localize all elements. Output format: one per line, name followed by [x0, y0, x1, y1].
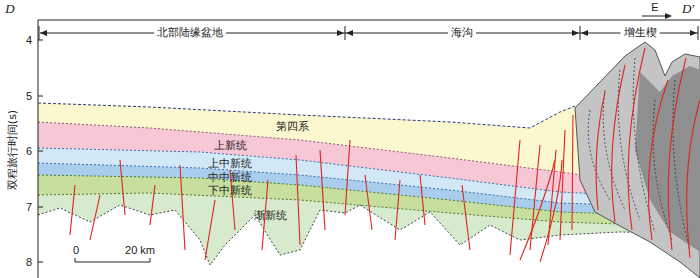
axis-tick	[38, 151, 43, 152]
bracket-bar	[39, 26, 40, 40]
scale-tick	[150, 258, 151, 262]
strata	[38, 42, 700, 278]
region-name: 海沟	[448, 27, 476, 40]
fault-line	[510, 140, 520, 255]
fault-line	[395, 180, 400, 240]
fault-line	[420, 175, 425, 225]
section-letter: D	[5, 2, 14, 17]
fault-line	[205, 200, 215, 260]
axis-value: 8	[26, 256, 32, 269]
bracket-bar	[580, 26, 581, 40]
arrow-shaft	[642, 16, 668, 17]
scale-label: 0	[73, 244, 79, 257]
axis-title: 双程旅行时间(s)	[7, 110, 20, 190]
fault-line	[560, 130, 565, 240]
scale-bar	[75, 258, 150, 262]
fault-line	[530, 145, 540, 250]
region-name: 增生楔	[621, 27, 660, 40]
arrow-head	[665, 13, 672, 19]
bracket-line	[40, 33, 698, 34]
region-name: 北部陆缘盆地	[154, 27, 226, 40]
wedge	[575, 42, 700, 278]
axis-line	[38, 20, 39, 278]
fault-line	[90, 195, 100, 240]
axis-tick	[38, 262, 43, 263]
basement	[38, 205, 700, 278]
fault-line	[320, 150, 325, 230]
fault-line	[668, 58, 686, 250]
direction-label: E	[651, 1, 658, 14]
layer-name: 渐新统	[254, 209, 287, 221]
scale-line	[75, 262, 150, 263]
axis-value: 5	[26, 90, 32, 103]
wedge-core	[635, 66, 700, 252]
fault-line	[180, 165, 185, 250]
section-letter: D′	[682, 2, 694, 17]
direction-arrow	[642, 13, 672, 19]
frame-line	[38, 20, 700, 21]
fault-line	[150, 185, 155, 225]
bracket-bar	[345, 26, 346, 40]
bracket-heads	[40, 30, 697, 36]
fault-line	[648, 80, 668, 240]
axis-tick	[38, 207, 43, 208]
layer-name: 下中新统	[208, 184, 252, 196]
fault-line	[120, 160, 125, 215]
bracket-bar	[698, 26, 699, 40]
layer-name: 上中新统	[208, 157, 252, 169]
scale-label: 20 km	[125, 244, 155, 257]
fault-line	[596, 92, 605, 210]
axis-value: 7	[26, 201, 32, 214]
scale-tick	[75, 258, 76, 262]
layer-name: 第四系	[276, 120, 309, 132]
fault-line	[520, 160, 555, 260]
layer-name: 中中新统	[208, 171, 252, 183]
region-bracket	[39, 26, 698, 40]
layer-name: 上新统	[214, 139, 247, 151]
fault-line	[628, 48, 645, 230]
axis-value: 6	[26, 145, 32, 158]
fault-line	[540, 160, 562, 262]
fault-line	[687, 100, 700, 258]
frame	[38, 20, 700, 278]
fault-line	[572, 115, 573, 230]
fault-line	[365, 175, 372, 230]
fault-line	[296, 155, 300, 245]
axis-value: 4	[26, 34, 32, 47]
axis-tick	[38, 96, 43, 97]
fault-line	[70, 185, 75, 235]
fault-line	[462, 185, 470, 250]
fault-line	[612, 65, 625, 222]
fault-line	[345, 140, 350, 215]
